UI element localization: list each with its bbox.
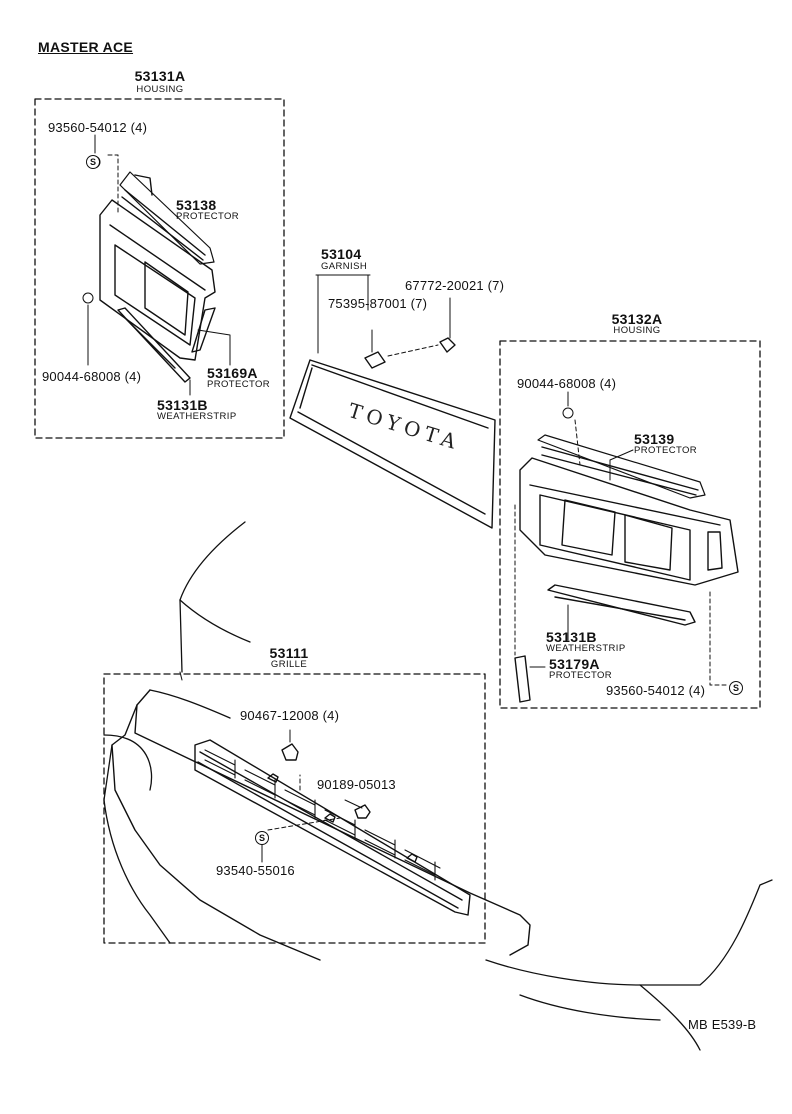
left-housing-box <box>34 98 285 439</box>
front-bumper-drawing <box>111 689 531 961</box>
garnish-name: GARNISH <box>321 261 368 272</box>
left-housing-drawing <box>99 171 216 383</box>
left-weatherstrip-name: WEATHERSTRIP <box>157 411 237 422</box>
right-leaders <box>514 391 729 686</box>
left-leaders <box>82 134 231 396</box>
garnish-drawing <box>289 337 496 529</box>
left-weatherstrip-number: 53131B <box>157 397 208 413</box>
grille-screw-part: 93540-55016 <box>216 863 295 878</box>
left-protector-side-name: PROTECTOR <box>207 379 271 390</box>
left-housing-number: 53131A <box>134 68 186 84</box>
garnish-number: 53104 <box>321 246 362 262</box>
garnish-screw-part: 67772-20021 (7) <box>405 278 505 293</box>
car-body-outline <box>103 521 773 1051</box>
grille-box <box>103 673 486 944</box>
right-protector-side-number: 53179A <box>549 656 600 672</box>
grille-screw-symbol: S <box>255 831 269 845</box>
left-screw-part: 93560-54012 (4) <box>48 120 148 135</box>
right-housing-name: HOUSING <box>613 325 661 336</box>
right-screw-symbol: S <box>729 681 743 695</box>
grille-name: GRILLE <box>270 659 308 670</box>
right-weatherstrip-name: WEATHERSTRIP <box>546 643 626 654</box>
grille-leaders <box>179 671 363 863</box>
diagram-reference-code: MB E539-B <box>688 1017 757 1032</box>
left-nut-part: 90044-68008 (4) <box>42 369 142 384</box>
group-boxes <box>34 98 761 944</box>
right-protector-top-name: PROTECTOR <box>634 445 698 456</box>
garnish-clip-part: 75395-87001 (7) <box>328 296 428 311</box>
right-housing-drawing <box>514 434 739 703</box>
grille-clip-part: 90467-12008 (4) <box>240 708 340 723</box>
left-protector-side-number: 53169A <box>207 365 258 381</box>
right-protector-side-name: PROTECTOR <box>549 670 613 681</box>
right-protector-top-number: 53139 <box>634 431 675 447</box>
right-housing-box <box>499 340 761 709</box>
right-weatherstrip-number: 53131B <box>546 629 597 645</box>
left-housing-name: HOUSING <box>136 84 184 95</box>
right-screw-part: 93560-54012 (4) <box>606 683 706 698</box>
left-screw-symbol: S <box>86 155 100 169</box>
left-protector-top-name: PROTECTOR <box>176 211 240 222</box>
page-title: MASTER ACE <box>38 39 134 55</box>
grille-nut-part: 90189-05013 <box>317 777 396 792</box>
grille-drawing <box>194 739 471 916</box>
left-protector-top-number: 53138 <box>176 197 217 213</box>
garnish-leaders <box>315 274 451 357</box>
right-housing-number: 53132A <box>611 311 663 327</box>
grille-number: 53111 <box>269 645 309 661</box>
right-nut-part: 90044-68008 (4) <box>517 376 617 391</box>
